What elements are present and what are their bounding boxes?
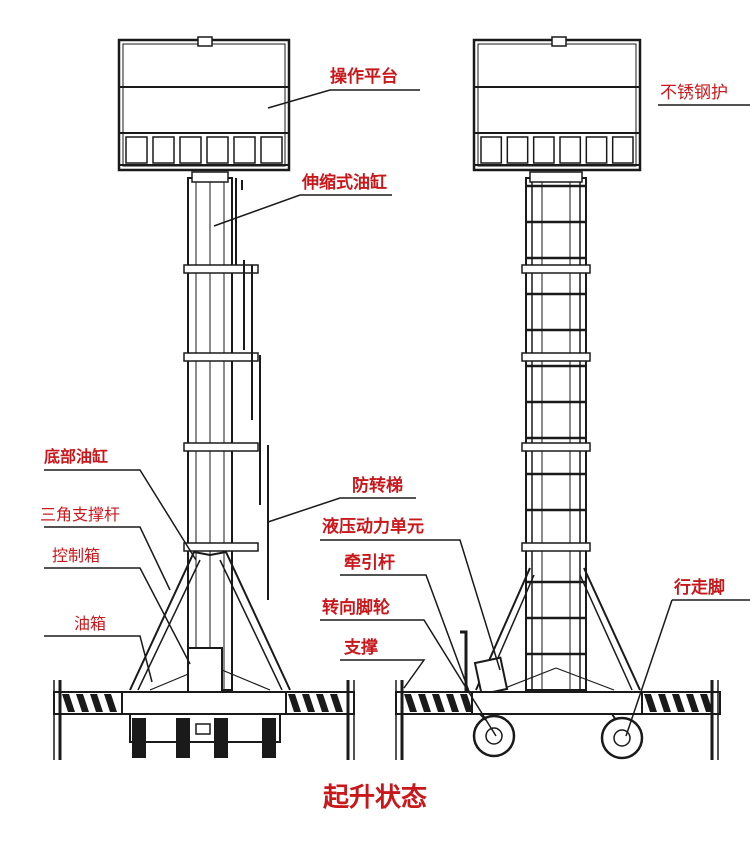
hazard-stripe [418, 694, 431, 712]
hazard-stripe [288, 694, 301, 712]
platform-rail-cell [480, 136, 503, 164]
mast-collar [183, 352, 259, 362]
left-machine [53, 36, 355, 760]
hazard-stripe [90, 694, 103, 712]
hazard-stripe [302, 694, 315, 712]
label-swivel-caster: 转向脚轮 [322, 597, 390, 618]
left-control-box [187, 647, 223, 693]
left-mast [183, 171, 269, 691]
right-swivel-caster [472, 714, 516, 758]
right-walking-wheel [600, 716, 644, 760]
hazard-stripe [686, 694, 699, 712]
platform-rail-cell [233, 136, 256, 164]
platform-rail-cell [152, 136, 175, 164]
platform-rail-cell [179, 136, 202, 164]
label-tow-bar: 牵引杆 [344, 552, 395, 573]
hazard-stripe [104, 694, 117, 712]
mast-collar [183, 264, 259, 274]
label-platform: 操作平台 [330, 66, 398, 87]
platform-rail-cell [532, 136, 555, 164]
platform-rail-cell [585, 136, 608, 164]
right-machine [395, 36, 721, 760]
right-ladder-mast [521, 171, 591, 691]
platform-rail-cell [260, 136, 283, 164]
hazard-stripe [460, 694, 473, 712]
mast-collar [521, 264, 591, 274]
mast-collar [521, 352, 591, 362]
hazard-stripe [316, 694, 329, 712]
label-triangle-support: 三角支撑杆 [40, 505, 120, 524]
left-platform [117, 36, 291, 172]
platform-rail-cell [506, 136, 529, 164]
platform-rail-cell [206, 136, 229, 164]
label-hydraulic-unit: 液压动力单元 [322, 516, 424, 537]
label-stainless: 不锈钢护 [660, 83, 728, 103]
platform-rail-cell [611, 136, 634, 164]
right-hydraulic-unit [473, 656, 509, 696]
caption: 起升状态 [323, 782, 427, 813]
leader-lines [44, 89, 750, 737]
right-tow-bar [460, 630, 472, 702]
hazard-stripe [76, 694, 89, 712]
hazard-stripe [330, 694, 343, 712]
label-control-box: 控制箱 [52, 546, 100, 565]
hazard-stripe [432, 694, 445, 712]
label-support: 支撑 [344, 637, 378, 658]
mast-collar [183, 442, 259, 452]
platform-rail-cell [559, 136, 582, 164]
mast-collar [521, 542, 591, 552]
platform-rail-cell [125, 136, 148, 164]
right-triangle-supports [475, 567, 641, 691]
hazard-stripe [658, 694, 671, 712]
label-telescopic-cylinder: 伸缩式油缸 [301, 172, 387, 193]
hazard-stripe [644, 694, 657, 712]
label-anti-rotation-ladder: 防转梯 [352, 475, 403, 496]
hazard-stripe [672, 694, 685, 712]
mast-collar [183, 542, 259, 552]
mast-collar [521, 442, 591, 452]
label-walking-wheel: 行走脚 [673, 577, 725, 598]
right-platform [472, 36, 642, 172]
label-oil-tank: 油箱 [74, 614, 106, 633]
right-base [395, 680, 721, 760]
hazard-stripe [62, 694, 75, 712]
left-base [53, 680, 355, 760]
hazard-stripe [404, 694, 417, 712]
label-bottom-cylinder: 底部油缸 [44, 447, 108, 466]
hazard-stripe [446, 694, 459, 712]
hazard-stripe [700, 694, 713, 712]
